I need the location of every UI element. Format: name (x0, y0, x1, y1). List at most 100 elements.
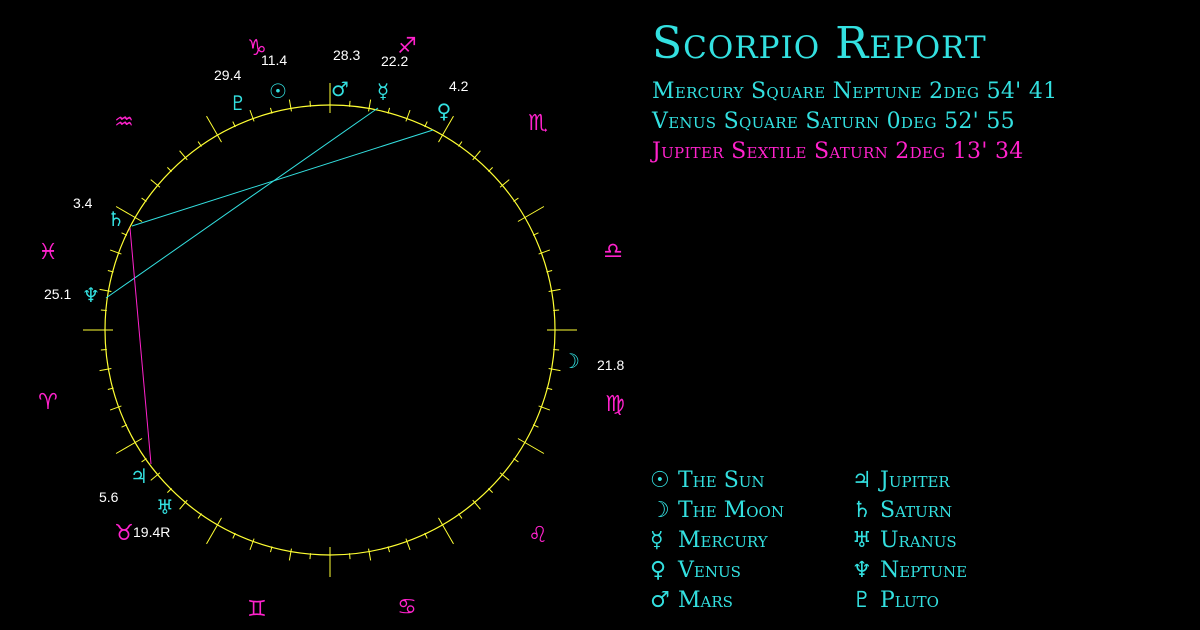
moon-icon: ☽ (562, 349, 580, 373)
wheel-tick (538, 249, 551, 255)
aspect-lines (105, 107, 434, 465)
legend-label: Pluto (880, 588, 939, 613)
legend-label: Mercury (678, 528, 768, 553)
legend-item: ♂ Mars (650, 588, 733, 613)
astrology-wheel: ♑ ♐ ♏ ♎ ♍ ♌ ♋ ♊ ♉ ♈ ♓ ♒ ☉ ♂ ☿ ♀ ♇ ♄ ♆ ☽ … (38, 34, 625, 622)
mercury-degree: 22.2 (381, 53, 408, 69)
pluto-degree: 29.4 (214, 67, 241, 83)
legend-label: Uranus (880, 528, 957, 553)
legend-label: Saturn (880, 498, 953, 523)
wheel-tick (206, 517, 222, 545)
legend-item: ♃ Jupiter (852, 468, 950, 493)
wheel-tick (288, 99, 292, 112)
wheel-circle (104, 104, 556, 556)
jupiter-icon: ♃ (852, 468, 872, 493)
mars-icon: ♂ (331, 77, 349, 101)
wheel-tick (249, 109, 255, 122)
moon-icon: ☽ (650, 498, 670, 523)
wheel-tick (109, 249, 122, 255)
virgo-icon: ♍ (605, 392, 625, 417)
wheel-tick (517, 206, 545, 222)
wheel-tick (368, 548, 372, 561)
aspect-mercury-neptune: Mercury Square Neptune 2deg 54' 41 (652, 79, 1058, 104)
wheel-tick (538, 405, 551, 411)
venus-degree: 4.2 (449, 78, 469, 94)
uranus-degree: 19.4R (133, 524, 170, 540)
mars-degree: 28.3 (333, 47, 360, 63)
aspect-line-jupiter-saturn (129, 227, 152, 465)
aries-icon: ♈ (38, 390, 58, 415)
wheel-tick (517, 438, 545, 454)
aspect-venus-saturn: Venus Square Saturn 0deg 52' 55 (652, 109, 1015, 134)
jupiter-icon: ♃ (130, 464, 148, 488)
wheel-tick (150, 179, 161, 188)
legend-item: ♄ Saturn (852, 498, 952, 523)
legend-item: ☿ Mercury (650, 528, 768, 553)
legend-label: Neptune (880, 558, 968, 583)
leo-icon: ♌ (528, 523, 548, 548)
venus-icon: ♀ (437, 99, 452, 123)
wheel-tick (288, 548, 292, 561)
wheel-tick (115, 206, 143, 222)
legend-item: ♇ Pluto (852, 588, 939, 613)
legend-item: ♀ Venus (650, 558, 741, 583)
neptune-icon: ♆ (82, 283, 100, 307)
legend-label: The Moon (678, 498, 784, 523)
wheel-tick (472, 499, 481, 510)
saturn-icon: ♄ (107, 207, 125, 231)
sagittarius-icon: ♐ (397, 34, 417, 59)
mercury-icon: ☿ (650, 528, 664, 553)
uranus-icon: ♅ (156, 495, 174, 519)
sun-icon: ☉ (650, 468, 670, 493)
wheel-tick (499, 179, 510, 188)
page-title: Scorpio Report (652, 18, 987, 69)
legend-label: Venus (678, 558, 741, 583)
gemini-icon: ♊ (247, 597, 267, 622)
legend-label: Mars (678, 588, 733, 613)
mars-icon: ♂ (650, 588, 670, 613)
wheel-tick (548, 368, 561, 372)
libra-icon: ♎ (603, 239, 623, 264)
wheel-tick (115, 438, 143, 454)
neptune-degree: 25.1 (44, 286, 71, 302)
capricorn-icon: ♑ (247, 36, 267, 61)
moon-degree: 21.8 (597, 357, 624, 373)
venus-icon: ♀ (650, 558, 667, 583)
wheel-tick (405, 109, 411, 122)
legend-item: ♆ Neptune (852, 558, 967, 583)
neptune-icon: ♆ (852, 558, 872, 583)
wheel-tick (472, 150, 481, 161)
wheel-tick (179, 499, 188, 510)
sun-degree: 11.4 (261, 52, 287, 68)
legend-item: ☉ The Sun (650, 468, 765, 493)
mercury-icon: ☿ (377, 79, 389, 103)
wheel-tick (206, 115, 222, 143)
wheel-tick (150, 472, 161, 481)
pisces-icon: ♓ (38, 240, 58, 265)
legend-item: ☽ The Moon (650, 498, 784, 523)
aspect-line-venus-saturn (131, 129, 434, 227)
uranus-icon: ♅ (852, 528, 872, 553)
wheel-tick (249, 538, 255, 551)
wheel-tick (368, 99, 372, 112)
pluto-icon: ♇ (852, 588, 872, 613)
taurus-icon: ♉ (114, 521, 134, 546)
cancer-icon: ♋ (397, 595, 417, 620)
wheel-tick (499, 472, 510, 481)
wheel-tick (405, 538, 411, 551)
scorpio-icon: ♏ (528, 111, 548, 136)
pluto-icon: ♇ (229, 91, 247, 115)
wheel-tick (548, 288, 561, 292)
wheel-tick (438, 115, 454, 143)
jupiter-degree: 5.6 (99, 489, 119, 505)
legend-item: ♅ Uranus (852, 528, 957, 553)
saturn-icon: ♄ (852, 498, 872, 523)
saturn-degree: 3.4 (73, 195, 93, 211)
sun-icon: ☉ (269, 79, 287, 103)
aspect-jupiter-saturn: Jupiter Sextile Saturn 2deg 13' 34 (652, 139, 1024, 164)
legend-label: The Sun (678, 468, 765, 493)
wheel-tick (99, 288, 112, 292)
aspect-line-mercury-neptune (105, 107, 379, 299)
legend-label: Jupiter (880, 468, 950, 493)
wheel-tick (109, 405, 122, 411)
